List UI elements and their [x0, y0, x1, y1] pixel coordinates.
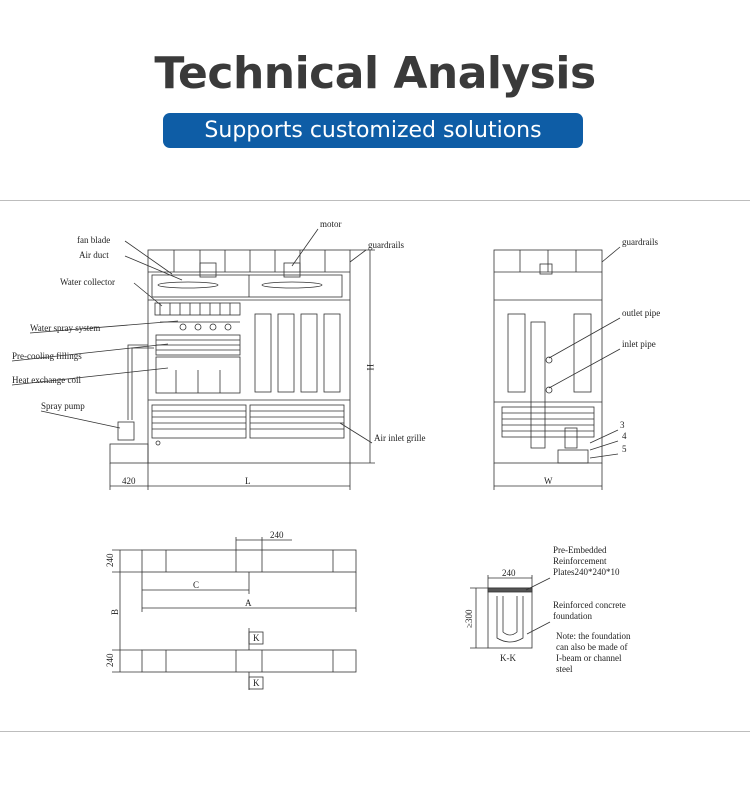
label-concrete-2: foundation: [553, 611, 592, 621]
front-unit-outline: [147, 249, 351, 464]
dim-top-height: 240: [105, 553, 115, 567]
motor-icon: [283, 262, 301, 278]
label-air-duct: Air duct: [79, 250, 109, 260]
label-note-2: can also be made of: [556, 642, 627, 652]
label-air-inlet-grille: Air inlet grille: [374, 433, 426, 443]
motor-icon: [199, 262, 217, 278]
label-spray-pump: Spray pump: [41, 401, 85, 411]
section-mark-k-top: K: [253, 633, 260, 643]
label-note-1: Note: the foundation: [556, 631, 631, 641]
label-item-4: 4: [622, 431, 627, 441]
dim-a: A: [245, 598, 252, 608]
drawing-frame: [0, 200, 750, 732]
pump-icon: [564, 427, 578, 449]
dim-section-width: 240: [502, 568, 516, 578]
dim-width: W: [544, 476, 553, 486]
label-pre-cooling: Pre-cooling fillings: [12, 351, 82, 361]
label-pre-embedded-2: Reinforcement: [553, 556, 607, 566]
motor-icon: [539, 263, 553, 275]
dim-beam-width: 240: [270, 530, 284, 540]
pump-icon: [117, 421, 135, 441]
label-motor: motor: [320, 219, 342, 229]
label-guardrails-side: guardrails: [622, 237, 658, 247]
dim-length: L: [245, 476, 251, 486]
section-mark-k-bottom: K: [253, 678, 260, 688]
page-title: Technical Analysis: [154, 48, 596, 99]
label-fan-blade: fan blade: [77, 235, 110, 245]
section-label-kk: K-K: [500, 653, 516, 663]
dim-c: C: [193, 580, 199, 590]
front-view: fan blade Air duct Water collector Water…: [11, 219, 426, 490]
dim-section-depth: ≥300: [464, 609, 474, 628]
side-view: guardrails outlet pipe inlet pipe 3 4 5 …: [493, 237, 660, 490]
label-water-spray: Water spray system: [30, 323, 100, 333]
label-pre-embedded-3: Plates240*240*10: [553, 567, 620, 577]
dim-bottom-height: 240: [105, 653, 115, 667]
label-item-5: 5: [622, 444, 627, 454]
section-kk: 240 ≥300 K-K Pre-Embedded Reinforcement …: [464, 545, 631, 674]
label-concrete-1: Reinforced concrete: [553, 600, 626, 610]
label-water-collector: Water collector: [60, 277, 115, 287]
label-inlet-pipe: inlet pipe: [622, 339, 656, 349]
dim-offset: 420: [122, 476, 136, 486]
label-heat-coil: Heat exchange coil: [12, 375, 81, 385]
subtitle-badge: Supports customized solutions: [163, 113, 583, 148]
concrete-section: [487, 587, 533, 649]
label-note-4: steel: [556, 664, 573, 674]
foundation-beam-bottom: [141, 649, 357, 673]
label-outlet-pipe: outlet pipe: [622, 308, 660, 318]
label-guardrails-front: guardrails: [368, 240, 404, 250]
foundation-plan: 240 240 B 240 C A K K: [105, 530, 357, 690]
dim-height: H: [365, 364, 375, 371]
dim-b: B: [110, 609, 120, 615]
foundation-beam-top: [141, 549, 357, 573]
label-item-3: 3: [620, 420, 625, 430]
label-pre-embedded-1: Pre-Embedded: [553, 545, 607, 555]
label-note-3: I-beam or channel: [556, 653, 622, 663]
